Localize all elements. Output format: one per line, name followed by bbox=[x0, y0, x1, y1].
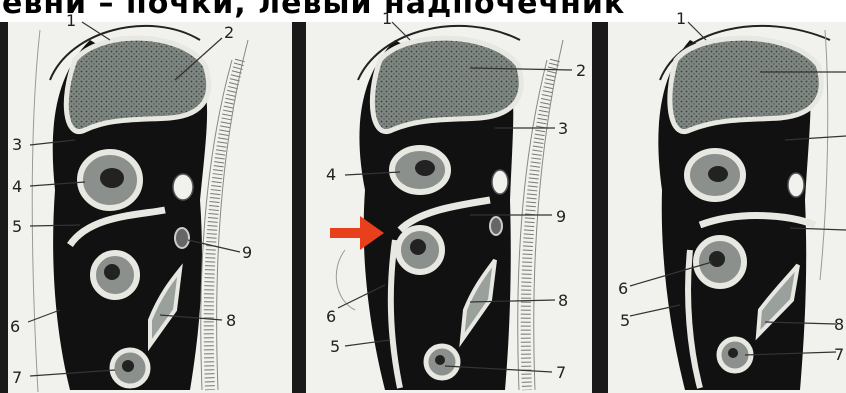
label-9: 9 bbox=[556, 207, 566, 226]
label-1: 1 bbox=[66, 11, 76, 30]
label-2: 2 bbox=[576, 61, 586, 80]
label-6: 6 bbox=[618, 279, 628, 298]
label-5: 5 bbox=[330, 337, 340, 356]
label-6: 6 bbox=[326, 307, 336, 326]
label-8: 8 bbox=[834, 315, 844, 334]
label-5: 5 bbox=[12, 217, 22, 236]
label-1: 1 bbox=[676, 9, 686, 28]
label-4: 4 bbox=[12, 177, 22, 196]
label-5: 5 bbox=[620, 311, 630, 330]
label-7: 7 bbox=[834, 345, 844, 364]
label-9: 9 bbox=[242, 243, 252, 262]
label-7: 7 bbox=[12, 368, 22, 387]
label-8: 8 bbox=[558, 291, 568, 310]
label-2: 2 bbox=[224, 23, 234, 42]
label-8: 8 bbox=[226, 311, 236, 330]
label-6: 6 bbox=[10, 317, 20, 336]
label-7: 7 bbox=[556, 363, 566, 382]
label-3: 3 bbox=[558, 119, 568, 138]
label-3: 3 bbox=[12, 135, 22, 154]
label-1: 1 bbox=[382, 9, 392, 28]
label-4: 4 bbox=[326, 165, 336, 184]
